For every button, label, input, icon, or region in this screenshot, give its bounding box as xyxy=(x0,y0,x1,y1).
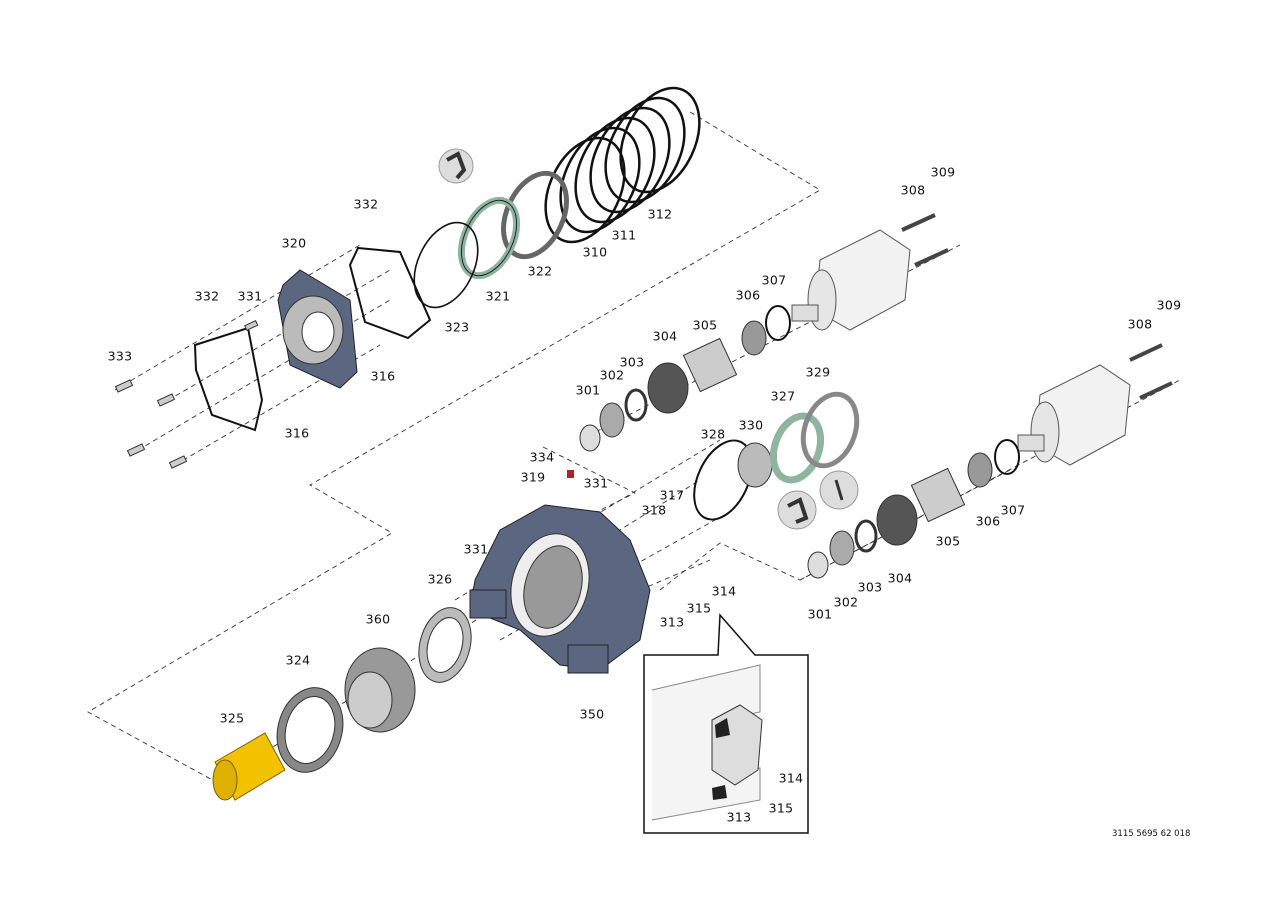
seal-321 xyxy=(457,196,521,280)
part-label: 316 xyxy=(370,368,396,384)
part-label: 329 xyxy=(805,364,831,380)
document-number: 3115 5695 62 018 xyxy=(1112,829,1191,839)
inset-part-label: 315 xyxy=(768,800,794,816)
part-label: 324 xyxy=(285,652,311,668)
part-label: 304 xyxy=(652,328,678,344)
plug-334 xyxy=(567,470,574,478)
part-label: 320 xyxy=(281,235,307,251)
part-label: 323 xyxy=(444,319,470,335)
part-label: 315 xyxy=(686,600,712,616)
part-label: 319 xyxy=(520,469,546,485)
part-label: 308 xyxy=(1127,316,1153,332)
part-label: 332 xyxy=(194,288,220,304)
part-label: 308 xyxy=(900,182,926,198)
part-label: 334 xyxy=(529,449,555,465)
washer-329 xyxy=(800,391,860,469)
inset-part-label: 313 xyxy=(726,809,752,825)
gear-stack-lower xyxy=(807,439,1020,579)
part-label: 328 xyxy=(700,426,726,442)
part-label: 316 xyxy=(284,425,310,441)
gear-stack-upper xyxy=(579,305,791,452)
part-label: 331 xyxy=(583,475,609,491)
part-label: 303 xyxy=(857,579,883,595)
part-label: 313 xyxy=(659,614,685,630)
gasket-332-lower xyxy=(193,326,264,432)
part-label: 301 xyxy=(807,606,833,622)
part-label: 304 xyxy=(887,570,913,586)
part-label: 305 xyxy=(692,317,718,333)
motor-lower xyxy=(1017,364,1131,466)
part-label: 321 xyxy=(485,288,511,304)
studs-308 xyxy=(901,213,1173,400)
part-label: 301 xyxy=(575,382,601,398)
spring-rings-312 xyxy=(544,86,701,244)
part-label: 330 xyxy=(738,417,764,433)
part-label: 331 xyxy=(463,541,489,557)
gasket-332-upper xyxy=(348,246,432,340)
part-label: 317 xyxy=(659,487,685,503)
part-label: 333 xyxy=(107,348,133,364)
part-label: 332 xyxy=(353,196,379,212)
part-label: 326 xyxy=(427,571,453,587)
o-ring-328 xyxy=(693,439,753,521)
inset-part-label: 314 xyxy=(778,770,804,786)
part-label: 312 xyxy=(647,206,673,222)
part-label: 360 xyxy=(365,611,391,627)
part-label: 307 xyxy=(1000,502,1026,518)
part-label: 322 xyxy=(527,263,553,279)
part-label: 309 xyxy=(930,164,956,180)
part-label: 311 xyxy=(611,227,637,243)
part-label: 306 xyxy=(975,513,1001,529)
assembly-dashed-lines xyxy=(87,111,1181,796)
retaining-ring-322 xyxy=(501,170,569,260)
part-label: 327 xyxy=(770,388,796,404)
part-label: 350 xyxy=(579,706,605,722)
part-label: 310 xyxy=(582,244,608,260)
bolts-333 xyxy=(114,319,259,469)
o-ring-323 xyxy=(413,221,479,309)
part-label: 314 xyxy=(711,583,737,599)
part-label: 302 xyxy=(833,594,859,610)
part-label: 331 xyxy=(237,288,263,304)
part-label: 309 xyxy=(1156,297,1182,313)
seal-327 xyxy=(769,412,825,484)
part-label: 306 xyxy=(735,287,761,303)
part-label: 302 xyxy=(599,367,625,383)
part-label: 303 xyxy=(619,354,645,370)
motor-upper xyxy=(791,229,911,331)
part-label: 325 xyxy=(219,710,245,726)
bearing-330 xyxy=(737,442,773,488)
part-label: 305 xyxy=(935,533,961,549)
part-label: 318 xyxy=(641,502,667,518)
part-label: 307 xyxy=(761,272,787,288)
